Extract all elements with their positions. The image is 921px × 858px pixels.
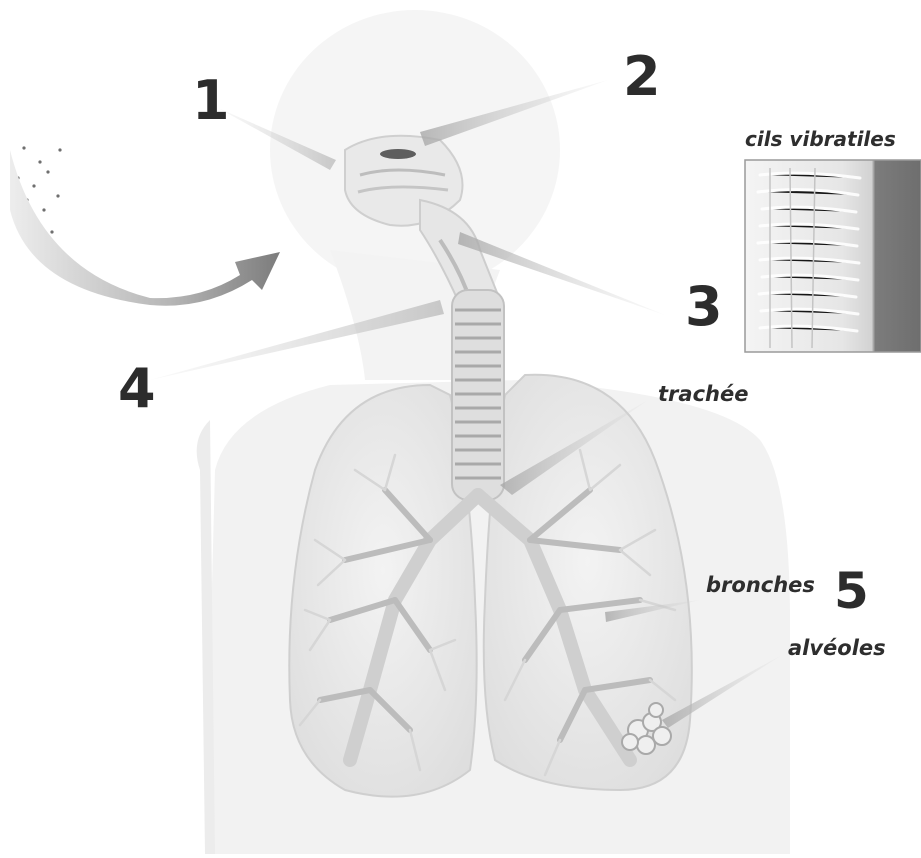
trachea	[452, 290, 504, 500]
step-number-1: 1	[192, 74, 230, 128]
label-alveoles: alvéoles	[788, 638, 886, 659]
label-bronches: bronches	[706, 575, 815, 596]
label-trachee: trachée	[658, 384, 748, 405]
cilia-inset	[745, 160, 921, 352]
step-number-2: 2	[623, 50, 661, 104]
inflow-arrow-icon	[10, 150, 280, 306]
step-number-5: 5	[834, 566, 869, 616]
step-number-3: 3	[685, 280, 723, 334]
label-cils-vibratiles: cils vibratiles	[745, 129, 896, 149]
step-number-4: 4	[118, 362, 156, 416]
